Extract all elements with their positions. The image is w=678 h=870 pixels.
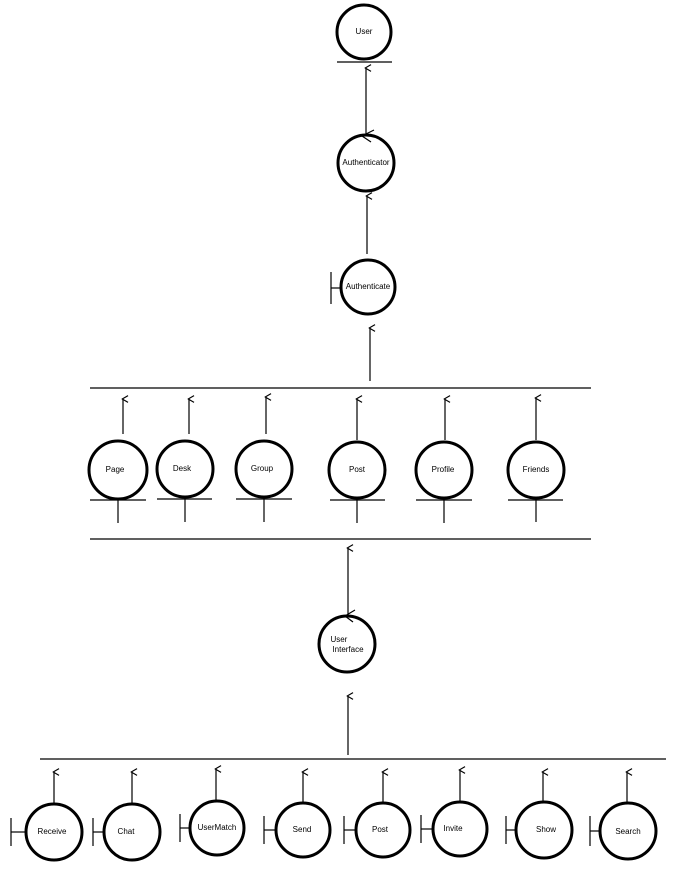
svg-text:Search: Search — [615, 827, 640, 836]
svg-text:Post: Post — [372, 825, 389, 834]
node-label: Group — [251, 464, 274, 473]
node-show[interactable]: Show — [505, 800, 574, 860]
node-desk[interactable]: Desk — [155, 439, 215, 522]
node-profile[interactable]: Profile — [414, 440, 474, 523]
node-label: Chat — [118, 827, 136, 836]
svg-text:Post: Post — [349, 465, 366, 474]
svg-text:UserMatch: UserMatch — [198, 823, 237, 832]
svg-text:Profile: Profile — [432, 465, 455, 474]
svg-text:Page: Page — [106, 465, 125, 474]
node-friends[interactable]: Friends — [506, 440, 566, 522]
node-label: Show — [536, 825, 556, 834]
nodes-layer: User Authenticator Authenticate Page Des… — [10, 3, 658, 862]
node-group[interactable]: Group — [234, 439, 294, 522]
node-label: Authenticator — [342, 158, 389, 167]
node-label: User — [356, 27, 373, 36]
svg-text:Authenticator: Authenticator — [342, 158, 389, 167]
node-usermatch[interactable]: UserMatch — [179, 799, 246, 857]
node-page[interactable]: Page — [87, 439, 149, 523]
svg-text:Chat: Chat — [118, 827, 136, 836]
svg-text:User Interface: User Interface — [330, 635, 364, 654]
node-receive[interactable]: Receive — [10, 802, 84, 862]
node-authenticate[interactable]: Authenticate — [330, 258, 397, 316]
node-label: Friends — [523, 465, 550, 474]
node-label: Post — [372, 825, 389, 834]
node-label: Invite — [443, 824, 463, 833]
svg-text:Desk: Desk — [173, 464, 192, 473]
svg-text:Group: Group — [251, 464, 274, 473]
node-invite[interactable]: Invite — [420, 800, 489, 858]
node-label: Desk — [173, 464, 192, 473]
node-user-interface[interactable]: User Interface — [317, 609, 377, 674]
node-label: Page — [106, 465, 125, 474]
node-label: Receive — [38, 827, 67, 836]
node-label: Post — [349, 465, 366, 474]
node-authenticator[interactable]: Authenticator — [336, 129, 396, 193]
node-post-mid[interactable]: Post — [327, 440, 387, 523]
svg-text:Invite: Invite — [443, 824, 463, 833]
svg-text:Friends: Friends — [523, 465, 550, 474]
node-search[interactable]: Search — [589, 801, 658, 861]
svg-text:Authenticate: Authenticate — [346, 282, 391, 291]
svg-text:Show: Show — [536, 825, 556, 834]
node-label: Send — [293, 825, 312, 834]
node-post-bottom[interactable]: Post — [343, 801, 412, 859]
node-label: UserMatch — [198, 823, 237, 832]
svg-text:Send: Send — [293, 825, 312, 834]
node-label-line-2: Interface — [332, 645, 364, 654]
svg-text:Receive: Receive — [38, 827, 67, 836]
node-user[interactable]: User — [335, 3, 393, 63]
node-send[interactable]: Send — [263, 801, 332, 859]
node-label: Authenticate — [346, 282, 391, 291]
node-label: Search — [615, 827, 640, 836]
node-label-line-1: User — [330, 635, 347, 644]
node-chat[interactable]: Chat — [92, 802, 162, 862]
node-label: Profile — [432, 465, 455, 474]
svg-text:User: User — [356, 27, 373, 36]
